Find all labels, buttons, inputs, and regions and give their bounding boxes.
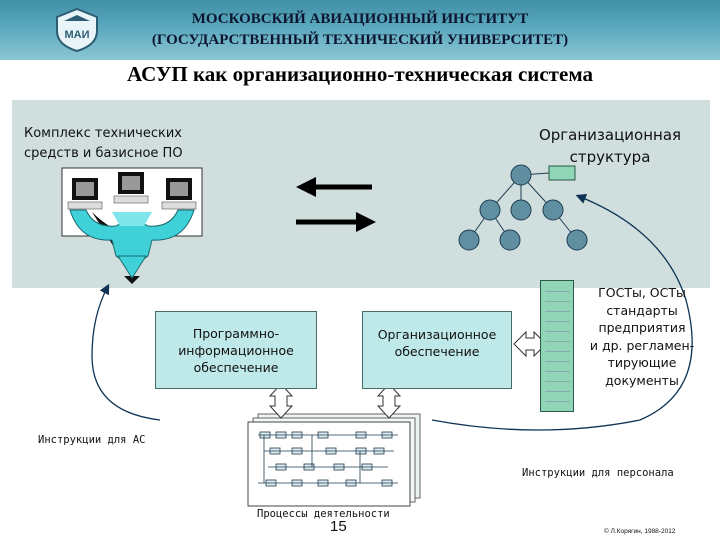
org-structure-label: Организационная структура xyxy=(520,124,700,168)
arrow-right-icon xyxy=(296,212,376,232)
standards-line2: стандарты xyxy=(606,302,678,318)
standards-line1: ГОСТы, ОСТы xyxy=(598,285,686,300)
software-line1: Программно- xyxy=(192,325,280,341)
process-chart-icon xyxy=(247,413,421,507)
instructions-as-label: Инструкции для АС xyxy=(38,434,146,446)
curve-to-org-structure xyxy=(431,194,693,431)
standards-line3: предприятия xyxy=(598,320,686,335)
arrow-software-process xyxy=(268,383,294,419)
copyright: © Л.Корягин, 1988-2012 xyxy=(604,528,676,535)
software-support-box: Программно- информационное обеспечение xyxy=(155,311,317,389)
hardware-label-line1: Комплекс технических xyxy=(24,126,182,141)
mai-logo-icon: МАИ xyxy=(54,7,100,58)
institute-name: МОСКОВСКИЙ АВИАЦИОННЫЙ ИНСТИТУТ xyxy=(191,11,529,27)
org-support-line2: обеспечение xyxy=(394,344,480,359)
hardware-label-line2: средств и базисное ПО xyxy=(24,146,183,161)
org-support-box: Организационное обеспечение xyxy=(362,311,512,389)
software-line2: информационное xyxy=(178,342,294,358)
org-label-line2: структура xyxy=(569,148,651,166)
standards-line6: документы xyxy=(605,372,679,388)
institute-subtitle: (ГОСУДАРСТВЕННЫЙ ТЕХНИЧЕСКИЙ УНИВЕРСИТЕТ… xyxy=(151,32,569,48)
software-line3: обеспечение xyxy=(193,359,279,375)
hardware-label: Комплекс технических средств и базисное … xyxy=(24,124,183,164)
org-label-line1: Организационная xyxy=(538,126,682,144)
processes-label: Процессы деятельности xyxy=(257,508,390,520)
arrow-org-process xyxy=(376,383,402,419)
page-title: АСУП как организационно-техническая сист… xyxy=(127,62,593,86)
standards-line4: и др. регламен- xyxy=(589,337,695,353)
curve-to-hardware xyxy=(91,283,161,421)
page-number: 15 xyxy=(330,518,347,535)
arrow-left-icon xyxy=(296,177,372,197)
standards-line5: тирующие xyxy=(607,355,677,370)
document-stack-icon xyxy=(540,280,574,412)
computer-network-icon xyxy=(61,167,203,284)
instructions-personnel-label: Инструкции для персонала xyxy=(522,467,674,479)
header-banner: МАИ МОСКОВСКИЙ АВИАЦИОННЫЙ ИНСТИТУТ (ГОС… xyxy=(0,0,720,60)
org-support-line1: Организационное xyxy=(377,327,497,342)
org-tree-icon xyxy=(458,164,588,251)
standards-label: ГОСТы, ОСТы стандарты предприятия и др. … xyxy=(580,284,704,389)
logo-text: МАИ xyxy=(64,29,89,41)
